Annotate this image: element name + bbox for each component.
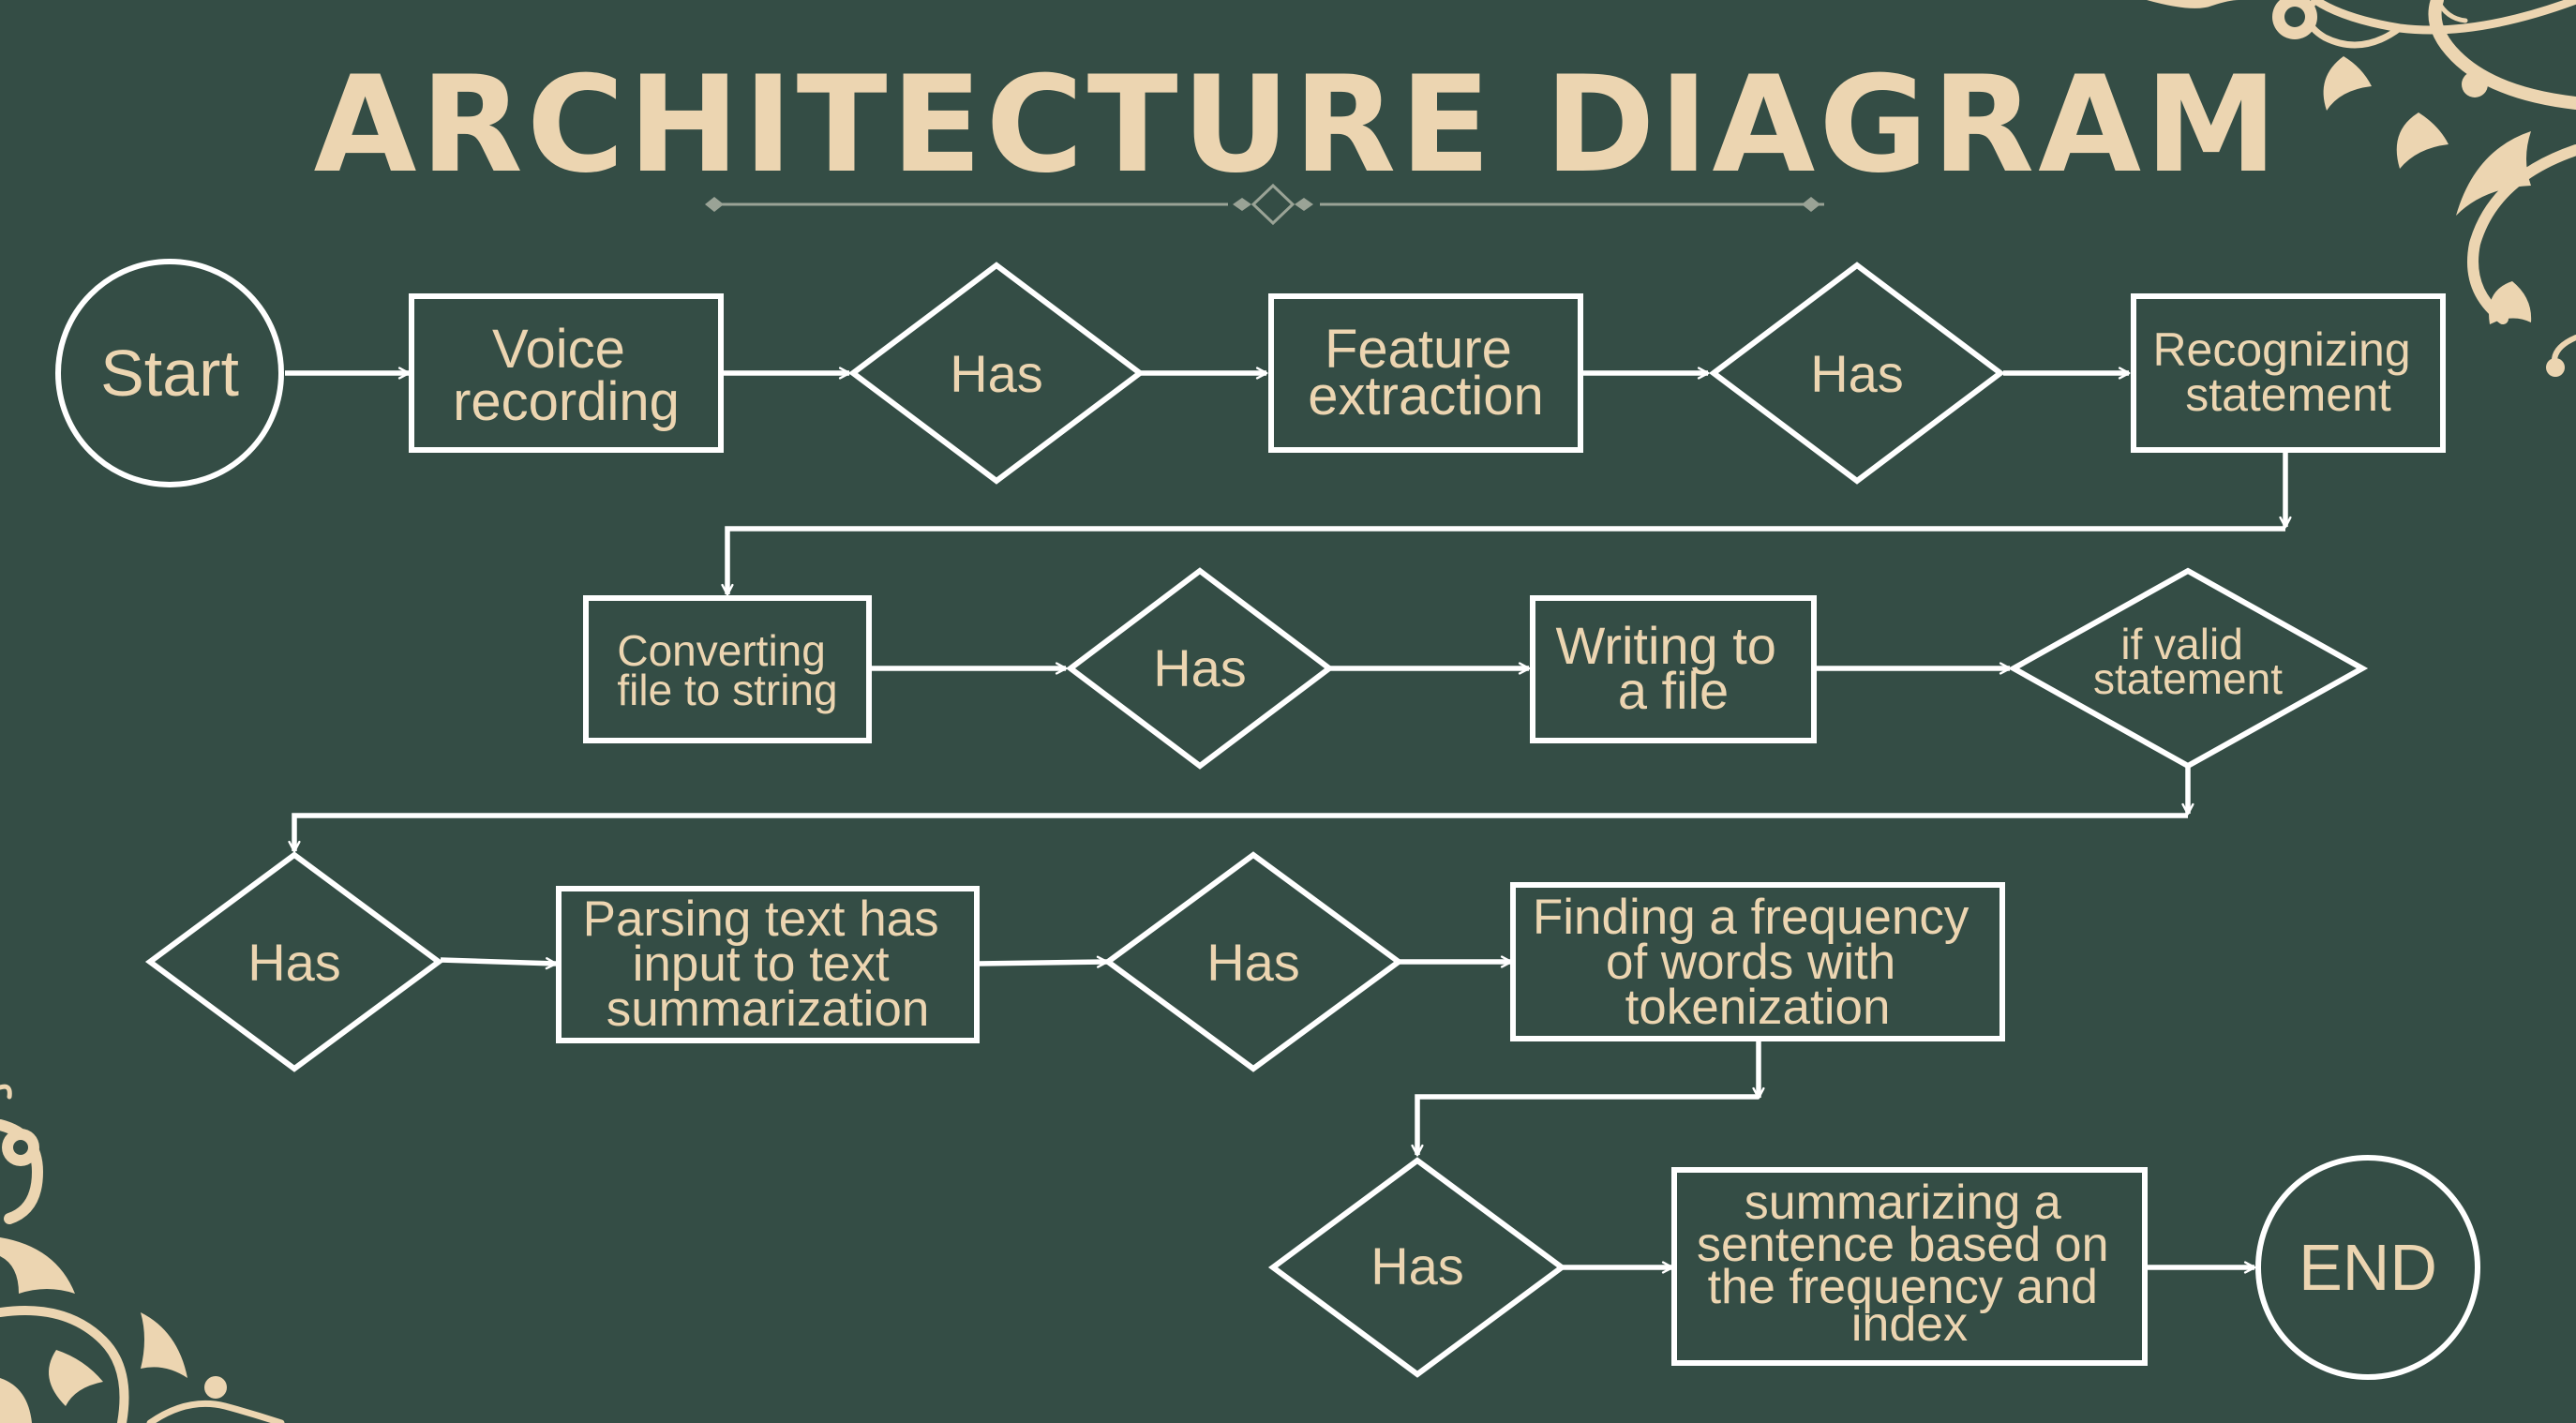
node-has-2: Has bbox=[1709, 262, 2005, 485]
node-has-5-label: Has bbox=[1206, 933, 1300, 992]
node-if-valid-line-1: if valid bbox=[2120, 620, 2242, 668]
title-divider-ornament bbox=[705, 183, 1824, 226]
svg-text:Finding a frequency of w: Finding a frequency of words with tokeni… bbox=[1533, 890, 1983, 1035]
node-summarizing-line-3: the frequency and bbox=[1708, 1260, 2098, 1314]
node-has-5: Has bbox=[1102, 851, 1404, 1072]
node-writing-file-line-1: Writing to bbox=[1555, 616, 1775, 675]
node-has-1: Has bbox=[848, 262, 1145, 485]
svg-text:Recognizing statement: Recognizing statement bbox=[2152, 323, 2423, 421]
node-finding-frequency: Finding a frequency of words with tokeni… bbox=[1510, 882, 2005, 1041]
node-feature-extraction-line-1: Feature bbox=[1325, 319, 1512, 380]
svg-text:if valid statement: if valid statement bbox=[2093, 620, 2283, 703]
node-has-2-label: Has bbox=[1810, 344, 1904, 403]
floral-ornament-bottom-left bbox=[0, 1084, 285, 1423]
node-start: Start bbox=[55, 259, 284, 487]
node-recognizing-statement-line-2: statement bbox=[2185, 368, 2391, 421]
node-start-label: Start bbox=[100, 337, 239, 410]
svg-text:Converting file to strin: Converting file to string bbox=[617, 626, 837, 714]
node-has-4: Has bbox=[144, 851, 444, 1072]
node-recognizing-statement-line-1: Recognizing bbox=[2152, 323, 2410, 376]
node-summarizing-line-2: sentence based on bbox=[1697, 1218, 2108, 1272]
node-feature-extraction-line-2: extraction bbox=[1308, 366, 1543, 427]
node-end: END bbox=[2255, 1155, 2480, 1380]
node-voice-recording-line-2: recording bbox=[453, 371, 680, 432]
node-parsing-text: Parsing text has input to text summariza… bbox=[556, 886, 980, 1043]
floral-ornament-top-right bbox=[2147, 0, 2576, 377]
edges bbox=[285, 367, 2292, 1274]
node-end-label: END bbox=[2299, 1231, 2437, 1304]
node-converting-file: Converting file to string bbox=[583, 595, 872, 743]
node-parsing-text-line-1: Parsing text has bbox=[583, 891, 939, 947]
svg-text:Writing to a file: Writing to a file bbox=[1555, 616, 1790, 720]
node-has-1-label: Has bbox=[950, 344, 1043, 403]
svg-text:Parsing text has input t: Parsing text has input to text summariza… bbox=[583, 891, 953, 1037]
node-parsing-text-line-3: summarization bbox=[607, 981, 930, 1037]
node-converting-file-line-1: Converting bbox=[617, 626, 825, 675]
svg-text:summarizing a sentence b: summarizing a sentence based on the freq… bbox=[1697, 1176, 2122, 1352]
node-if-valid-line-2: statement bbox=[2093, 654, 2283, 703]
node-writing-file-line-2: a file bbox=[1618, 661, 1729, 720]
node-summarizing: summarizing a sentence based on the freq… bbox=[1671, 1167, 2148, 1366]
node-has-6-label: Has bbox=[1370, 1236, 1464, 1296]
node-voice-recording: Voice recording bbox=[409, 293, 724, 453]
node-writing-file: Writing to a file bbox=[1530, 595, 1817, 743]
node-parsing-text-line-2: input to text bbox=[633, 936, 890, 992]
node-recognizing-statement: Recognizing statement bbox=[2131, 293, 2446, 453]
node-has-4-label: Has bbox=[247, 933, 341, 992]
node-feature-extraction: Feature extraction bbox=[1268, 293, 1583, 453]
diagram-title: ARCHITECTURE DIAGRAM bbox=[314, 48, 2282, 202]
node-if-valid-statement: if valid statement bbox=[2007, 567, 2369, 770]
node-has-6: Has bbox=[1267, 1157, 1567, 1378]
node-finding-frequency-line-2: of words with bbox=[1606, 935, 1895, 990]
node-summarizing-line-4: index bbox=[1851, 1297, 1968, 1352]
node-converting-file-line-2: file to string bbox=[617, 666, 837, 714]
node-voice-recording-line-1: Voice bbox=[492, 319, 625, 380]
node-has-3-label: Has bbox=[1153, 638, 1247, 697]
svg-text:Voice recording: Voice recording bbox=[453, 319, 680, 432]
node-finding-frequency-line-3: tokenization bbox=[1625, 980, 1891, 1035]
node-summarizing-line-1: summarizing a bbox=[1745, 1176, 2061, 1230]
node-has-3: Has bbox=[1066, 567, 1334, 770]
svg-text:Feature extraction: Feature extraction bbox=[1308, 319, 1543, 427]
